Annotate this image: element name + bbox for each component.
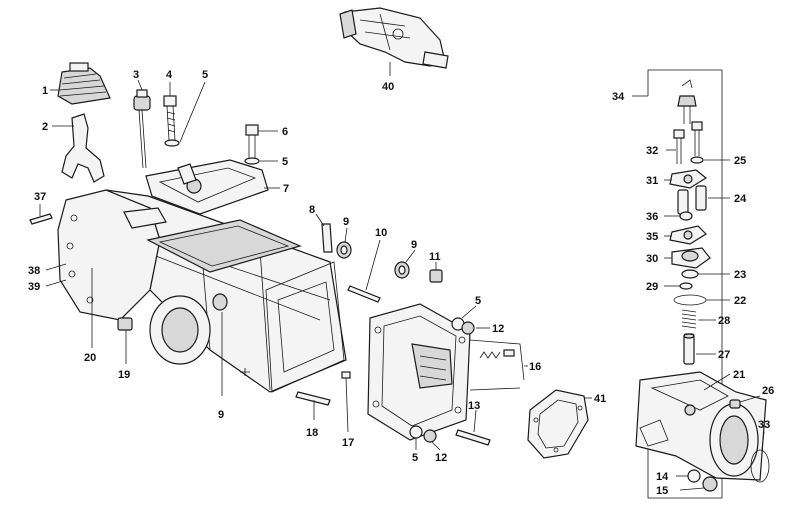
part-top-hex-bolt: [677, 79, 697, 124]
callout-9-right: 9: [411, 239, 417, 251]
part-1-rubber-boot: [50, 62, 111, 105]
part-4-bolt: [163, 82, 180, 147]
callout-8: 8: [309, 204, 315, 216]
part-26-plug: [729, 395, 761, 409]
part-30-selector-housing: [664, 247, 711, 269]
part-9-oil-seals: [212, 227, 416, 396]
callout-3: 3: [133, 69, 139, 81]
part-29-washer: [664, 282, 693, 290]
part-41-gasket: [527, 389, 592, 459]
callout-28: 28: [718, 315, 730, 327]
callout-32: 32: [646, 145, 658, 157]
part-25-washer-bolt: [690, 121, 730, 164]
callout-24: 24: [734, 193, 747, 205]
callout-17: 17: [342, 437, 354, 449]
callout-13: 13: [468, 400, 480, 412]
part-38-leader: [45, 263, 67, 271]
callout-14: 14: [656, 471, 669, 483]
callout-4: 4: [166, 69, 173, 81]
centerline-mark: [240, 368, 250, 376]
part-20-main-housing: [57, 189, 347, 393]
callout-29: 29: [646, 281, 658, 293]
part-5-12-nuts-upper: [451, 305, 490, 335]
part-7-top-cover: [145, 159, 280, 215]
callout-16: 16: [529, 361, 541, 373]
callout-7: 7: [283, 183, 289, 195]
callout-26: 26: [762, 385, 774, 397]
callout-36: 36: [646, 211, 658, 223]
part-intermediate-housing: [367, 303, 471, 441]
callout-31: 31: [646, 175, 658, 187]
callout-1: 1: [42, 85, 48, 97]
part-17-dowel-pin: [341, 371, 351, 433]
part-23-washer: [681, 269, 730, 279]
callout-30: 30: [646, 253, 658, 265]
callout-18: 18: [306, 427, 318, 439]
callout-12-lower: 12: [435, 452, 447, 464]
callout-10: 10: [375, 227, 387, 239]
part-11-breather: [429, 262, 443, 283]
part-2-shift-fork: [52, 113, 105, 183]
callout-34: 34: [612, 91, 625, 103]
callout-27: 27: [718, 349, 730, 361]
part-19-drain-plug: [117, 317, 133, 364]
part-13-stud: [455, 409, 491, 446]
callout-2: 2: [42, 121, 48, 133]
callout-33: 33: [758, 419, 770, 431]
callout-40: 40: [382, 81, 394, 93]
part-24-sleeves: [677, 185, 730, 215]
callout-5-bottom: 5: [412, 452, 418, 464]
callout-21: 21: [733, 369, 745, 381]
part-15-nut: [679, 476, 718, 492]
callout-39: 39: [28, 281, 40, 293]
callout-5-top: 5: [202, 69, 208, 81]
part-36-washer: [664, 211, 693, 221]
callout-12-upper: 12: [492, 323, 504, 335]
callout-5-right: 5: [475, 295, 481, 307]
callout-5-cover: 5: [282, 156, 288, 168]
callout-38: 38: [28, 265, 40, 277]
part-27-plunger: [683, 333, 716, 365]
part-6-bolt: [244, 124, 278, 165]
part-22-o-ring: [673, 294, 730, 306]
callout-9-lower: 9: [218, 409, 224, 421]
part-10-stud: [347, 239, 381, 303]
part-3-breather-pin: [133, 79, 151, 169]
part-5-12-nuts-lower: [409, 425, 441, 451]
callout-11: 11: [429, 251, 441, 263]
part-34-group-bracket: [632, 69, 723, 499]
callout-20: 20: [84, 352, 96, 364]
callout-23: 23: [734, 269, 746, 281]
callout-41: 41: [594, 393, 606, 405]
callout-9-upper: 9: [343, 216, 349, 228]
part-14-plug: [676, 469, 701, 483]
part-39-leader: [45, 279, 67, 287]
callout-15: 15: [656, 485, 668, 497]
part-32-bolt: [666, 129, 685, 164]
callout-35: 35: [646, 231, 658, 243]
part-31-flange: [664, 169, 708, 189]
part-21-rear-extension: [635, 371, 767, 481]
part-33-o-ring: [750, 431, 770, 483]
part-37-stud: [29, 204, 53, 225]
part-16-detent-spring: [469, 339, 528, 391]
callout-37: 37: [34, 191, 46, 203]
part-40-assembly-thumbnail: [339, 7, 449, 76]
callout-22: 22: [734, 295, 746, 307]
part-28-spring: [681, 309, 716, 329]
callout-19: 19: [118, 369, 130, 381]
part-18-stud: [295, 391, 331, 420]
part-5-leader-top: [179, 81, 206, 143]
part-8-stud: [315, 213, 333, 253]
callout-25: 25: [734, 155, 746, 167]
callout-6: 6: [282, 126, 288, 138]
part-35-flange: [664, 225, 707, 245]
